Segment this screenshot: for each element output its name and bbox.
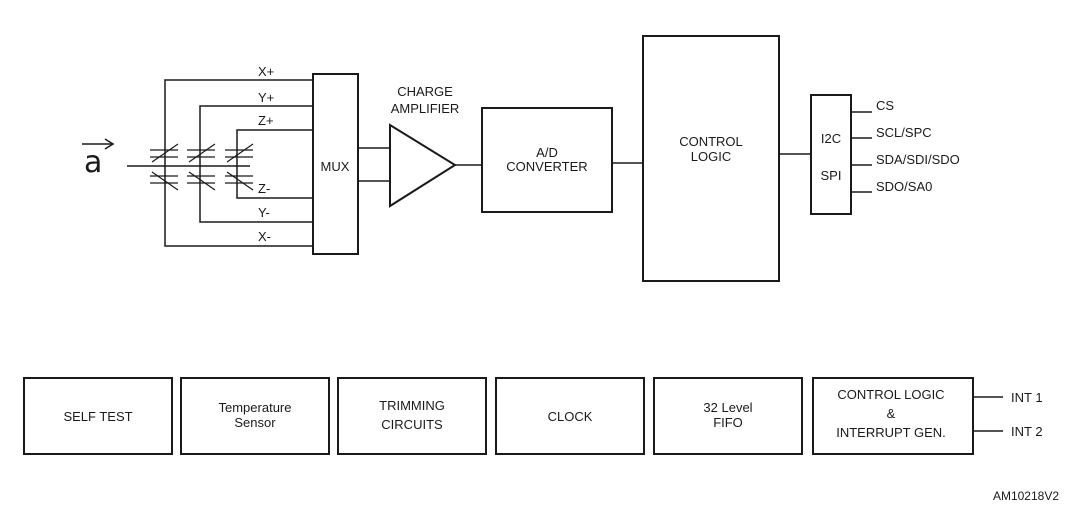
trimming-circuits-block bbox=[337, 377, 487, 455]
figure-code: AM10218V2 bbox=[993, 489, 1059, 503]
label-y-minus: Y- bbox=[258, 205, 270, 220]
temperature-sensor-block bbox=[180, 377, 330, 455]
control-logic-label-line1: CONTROL bbox=[679, 134, 743, 149]
accel-symbol: a bbox=[84, 145, 102, 180]
acceleration-vector: a bbox=[82, 138, 115, 180]
adc-label-line1: A/D bbox=[536, 145, 558, 160]
fifo-label-line2: FIFO bbox=[713, 415, 743, 430]
int1-label: INT 1 bbox=[1011, 390, 1043, 405]
capacitor-array bbox=[150, 143, 254, 191]
clock-block bbox=[495, 377, 645, 455]
self-test-block bbox=[23, 377, 173, 455]
interface-pins bbox=[851, 111, 872, 193]
int2-label: INT 2 bbox=[1011, 424, 1043, 439]
interface-i2c-label: I2C bbox=[821, 131, 841, 146]
pin-sda-label: SDA/SDI/SDO bbox=[876, 152, 960, 167]
label-z-minus: Z- bbox=[258, 181, 270, 196]
pin-cs-label: CS bbox=[876, 98, 894, 113]
temperature-label-line1: Temperature bbox=[219, 400, 292, 415]
control-logic-label-line2: LOGIC bbox=[691, 149, 731, 164]
label-x-plus: X+ bbox=[258, 64, 274, 79]
interrupt-label-line1: CONTROL LOGIC bbox=[837, 387, 944, 402]
amplifier-triangle bbox=[389, 123, 457, 208]
pin-scl-label: SCL/SPC bbox=[876, 125, 932, 140]
adc-block bbox=[481, 107, 613, 213]
self-test-label: SELF TEST bbox=[63, 409, 132, 424]
label-y-plus: Y+ bbox=[258, 90, 274, 105]
pin-sdo-label: SDO/SA0 bbox=[876, 179, 932, 194]
label-x-minus: X- bbox=[258, 229, 271, 244]
trimming-label-line2: CIRCUITS bbox=[381, 417, 443, 432]
fifo-label-line1: 32 Level bbox=[703, 400, 752, 415]
amplifier-label-line1: CHARGE bbox=[397, 84, 453, 99]
interface-block bbox=[810, 94, 852, 215]
adc-label-line2: CONVERTER bbox=[506, 159, 587, 174]
interrupt-block bbox=[812, 377, 974, 455]
interrupt-label-line3: INTERRUPT GEN. bbox=[836, 425, 946, 440]
mux-label: MUX bbox=[321, 159, 350, 174]
interrupt-label-line2: & bbox=[887, 406, 896, 421]
label-z-plus: Z+ bbox=[258, 113, 274, 128]
mux-block bbox=[312, 73, 359, 255]
interface-spi-label: SPI bbox=[821, 168, 842, 183]
sensor-wires bbox=[164, 79, 313, 247]
temperature-label-line2: Sensor bbox=[234, 415, 276, 430]
clock-label: CLOCK bbox=[548, 409, 593, 424]
amplifier-label-line2: AMPLIFIER bbox=[391, 101, 460, 116]
control-logic-block bbox=[642, 35, 780, 282]
fifo-block bbox=[653, 377, 803, 455]
trimming-label-line1: TRIMMING bbox=[379, 398, 445, 413]
